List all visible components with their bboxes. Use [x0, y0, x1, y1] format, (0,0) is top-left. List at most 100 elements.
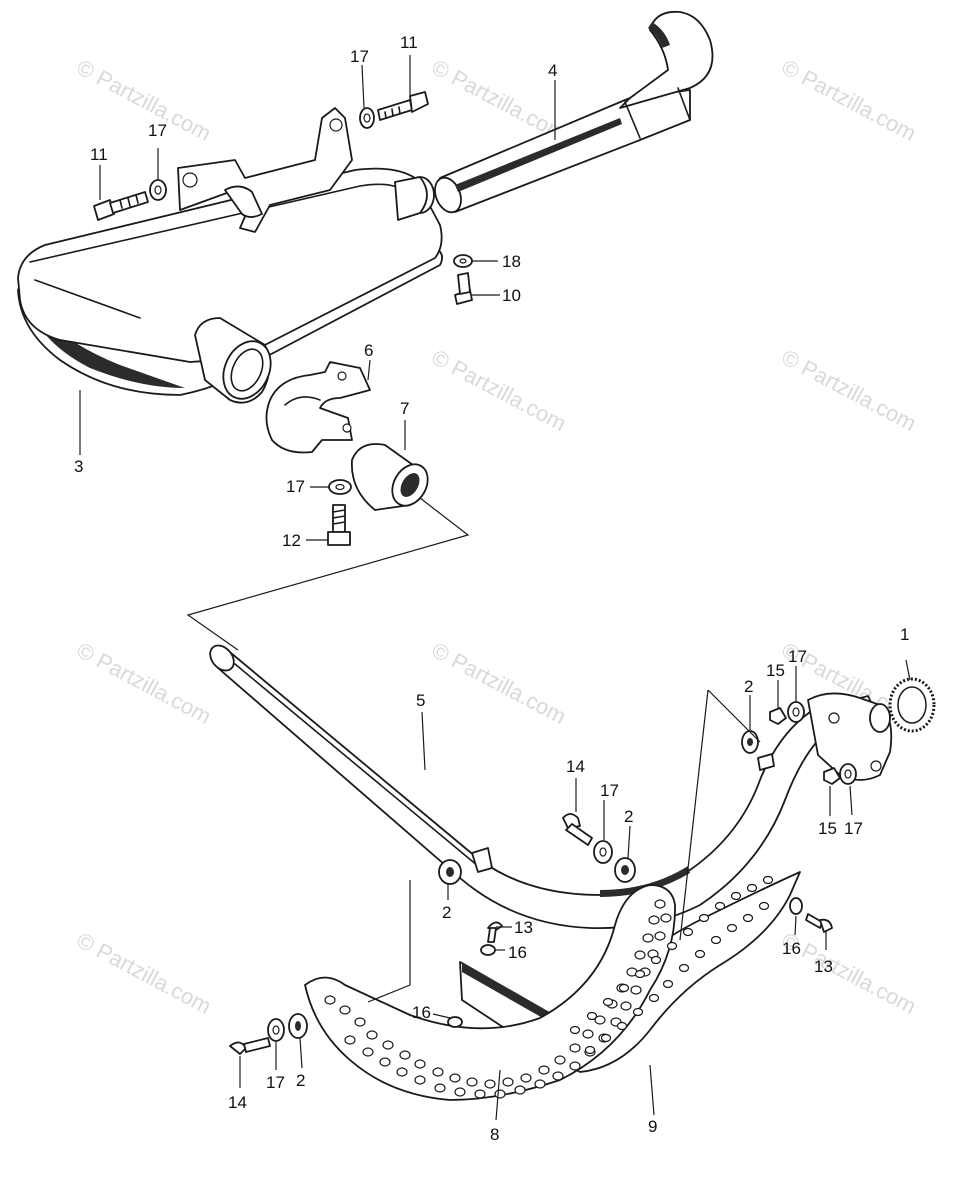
callout-2: 2: [744, 677, 753, 696]
callout-6: 6: [364, 341, 373, 360]
callout-17: 17: [788, 647, 807, 666]
perforation-hole: [648, 993, 660, 1003]
perforation-hole: [432, 1067, 444, 1077]
perforation-hole: [730, 891, 742, 901]
perforation-hole: [632, 1007, 644, 1017]
perforation-hole: [650, 955, 662, 965]
callout-labels: 1 2 2 2 2 3 4 5 6 7 8 9 10 11 11 12 13 1…: [74, 33, 909, 1144]
screw-14-mid: [562, 813, 593, 846]
callout-17: 17: [600, 781, 619, 800]
washer-17-mid: [328, 479, 352, 495]
perforation-hole: [642, 933, 654, 943]
watermark: © Partzilla.com: [778, 344, 921, 436]
perforation-hole: [554, 1055, 566, 1065]
perforation-hole: [682, 927, 694, 937]
perforation-hole: [582, 1029, 594, 1039]
perforation-hole: [634, 969, 646, 979]
callout-17: 17: [266, 1073, 285, 1092]
perforation-hole: [620, 1001, 632, 1011]
watermark: © Partzilla.com: [428, 637, 571, 729]
perforation-hole: [758, 901, 770, 911]
screw-13-right: [805, 913, 833, 933]
perforation-hole: [600, 1033, 612, 1043]
tail-pipe: [434, 10, 714, 214]
watermark: © Partzilla.com: [73, 637, 216, 729]
perforation-hole: [514, 1085, 526, 1095]
outer-heat-shield: [304, 884, 676, 1101]
joint-collar: [351, 443, 429, 511]
perforation-hole: [569, 1061, 581, 1071]
perforation-hole: [396, 1067, 408, 1077]
screw-13-mid: [487, 921, 503, 943]
washer-16-right: [789, 897, 803, 915]
washer-16-mid: [480, 944, 496, 956]
washer-17-right-lower: [839, 763, 857, 785]
washer-18: [453, 254, 473, 268]
perforation-hole: [569, 1025, 581, 1035]
perforation-hole: [616, 1021, 628, 1031]
perforation-hole: [726, 923, 738, 933]
perforation-hole: [362, 1047, 374, 1057]
washer-17-lower: [267, 1018, 285, 1042]
perforation-hole: [382, 1040, 394, 1050]
washer-17-upper: [359, 107, 375, 129]
callout-14: 14: [228, 1093, 247, 1112]
perforation-hole: [666, 941, 678, 951]
perforation-hole: [654, 899, 666, 909]
watermark: © Partzilla.com: [428, 344, 571, 436]
bolt-11-left: [93, 191, 149, 221]
perforation-hole: [474, 1089, 486, 1099]
exhaust-pipe: [209, 644, 893, 930]
washer-17-left: [149, 179, 167, 201]
perforation-hole: [660, 913, 672, 923]
perforation-hole: [324, 995, 336, 1005]
perforation-hole: [654, 931, 666, 941]
callout-16: 16: [508, 943, 527, 962]
heat-shield-perforations: [324, 875, 774, 1099]
collar-2-mid: [614, 857, 636, 883]
flange-gasket: [888, 677, 936, 733]
callout-11: 11: [90, 145, 108, 164]
perforation-hole: [434, 1083, 446, 1093]
perforation-hole: [634, 950, 646, 960]
callout-13: 13: [514, 918, 533, 937]
perforation-hole: [379, 1057, 391, 1067]
callout-16: 16: [412, 1003, 431, 1022]
perforation-hole: [648, 915, 660, 925]
watermark: © Partzilla.com: [73, 927, 216, 1019]
nut-15-lower: [823, 767, 841, 785]
bolt-11-upper: [377, 91, 429, 121]
callout-16: 16: [782, 939, 801, 958]
watermark: © Partzilla.com: [73, 54, 216, 146]
perforation-hole: [494, 1089, 506, 1099]
washer-16-lower: [447, 1016, 463, 1028]
perforation-hole: [466, 1077, 478, 1087]
perforation-hole: [520, 1073, 532, 1083]
bolt-12: [327, 504, 351, 546]
callout-5: 5: [416, 691, 425, 710]
perforation-hole: [586, 1011, 598, 1021]
washer-17-mid-lower: [593, 840, 613, 864]
perforation-hole: [344, 1035, 356, 1045]
callout-2: 2: [296, 1071, 305, 1090]
callout-17: 17: [148, 121, 167, 140]
callout-2: 2: [442, 903, 451, 922]
callout-15: 15: [766, 661, 785, 680]
perforation-hole: [694, 949, 706, 959]
perforation-hole: [584, 1045, 596, 1055]
perforation-hole: [339, 1005, 351, 1015]
perforation-hole: [618, 983, 630, 993]
perforation-hole: [630, 985, 642, 995]
callout-2: 2: [624, 807, 633, 826]
nut-15-upper: [769, 707, 787, 725]
collar-2-lower: [288, 1013, 308, 1039]
collar-2-upper: [741, 730, 759, 754]
perforation-hole: [698, 913, 710, 923]
collar-2-left: [438, 859, 462, 885]
callout-7: 7: [400, 399, 409, 418]
callout-8: 8: [490, 1125, 499, 1144]
callout-17: 17: [350, 47, 369, 66]
pipe-clamp: [265, 361, 371, 454]
perforation-hole: [662, 979, 674, 989]
